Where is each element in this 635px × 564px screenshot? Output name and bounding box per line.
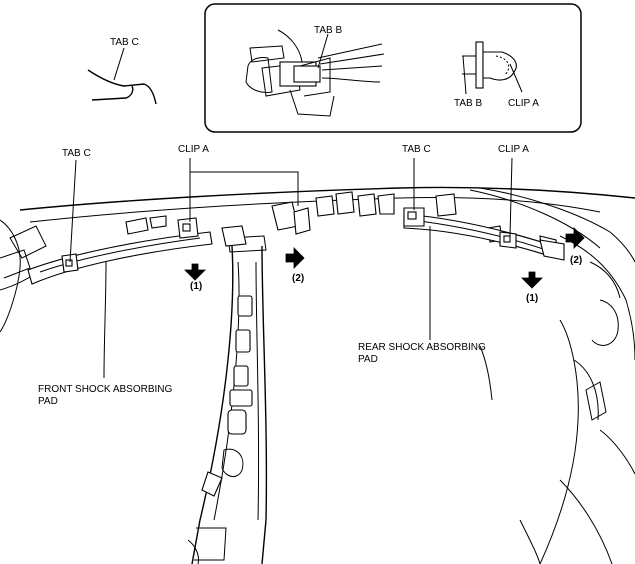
front-down-step: (1) (190, 281, 202, 292)
tab-c-detail: TAB C (87, 37, 157, 105)
clip-a-side-view: TAB B CLIP A (454, 41, 539, 109)
clip-a-front-label: CLIP A (178, 144, 209, 155)
tab-c-detail-label: TAB C (110, 37, 139, 48)
front-pad-label-line1: FRONT SHOCK ABSORBING (38, 384, 173, 395)
tab-b-inset-top-label: TAB B (314, 25, 342, 36)
tab-c-rear-label: TAB C (402, 144, 431, 155)
callout-labels: TAB C CLIP A TAB C CLIP A FRONT SHOCK AB… (38, 144, 529, 407)
rear-pad-label-line1: REAR SHOCK ABSORBING (358, 342, 486, 353)
clip-a-rear-label: CLIP A (498, 144, 529, 155)
front-down-arrow (184, 263, 206, 281)
clip-a-inset-label: CLIP A (508, 98, 539, 109)
rear-down-arrow (521, 271, 543, 289)
front-shock-absorbing-pad (27, 217, 213, 285)
tab-c-front-label: TAB C (62, 148, 91, 159)
tab-b-inset-side-label: TAB B (454, 98, 482, 109)
inset-detail: TAB B TAB B CLIP A (204, 3, 582, 133)
rear-right-step: (2) (570, 255, 582, 266)
rear-shock-absorbing-pad (403, 207, 565, 261)
rear-pad-label-line2: PAD (358, 354, 378, 365)
leader-lines (69, 157, 513, 379)
front-right-step: (2) (292, 273, 304, 284)
front-pad-label-line2: PAD (38, 396, 58, 407)
motion-arrows: (1) (2) (2) (1) (184, 227, 585, 304)
roof-body-structure (0, 186, 635, 564)
rear-right-arrow (565, 227, 585, 249)
inset-frame (204, 3, 582, 133)
tab-b-clip-assembly: TAB B (245, 25, 385, 117)
rear-down-step: (1) (526, 293, 538, 304)
front-right-arrow (285, 247, 305, 269)
